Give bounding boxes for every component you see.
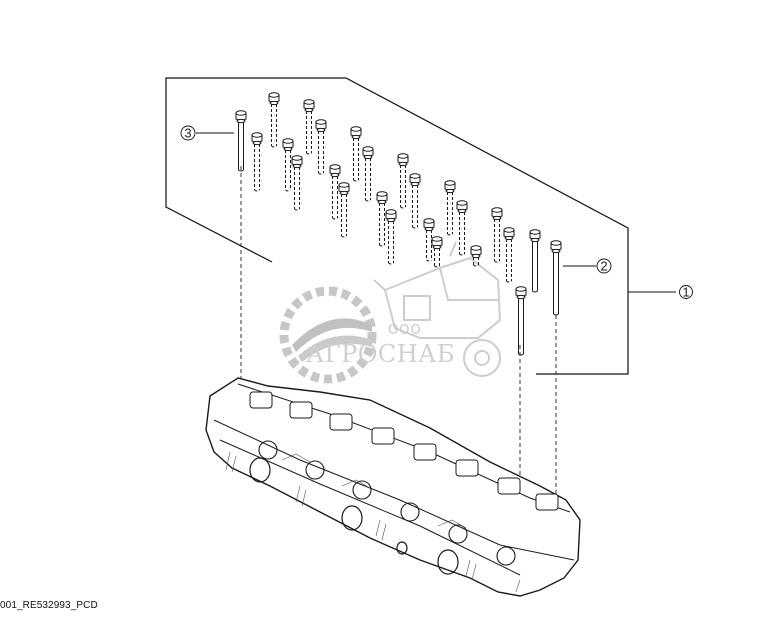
injector-bores bbox=[258, 440, 516, 566]
bolt bbox=[235, 110, 247, 172]
bolt bbox=[329, 164, 341, 220]
bolt bbox=[550, 240, 562, 316]
bolt bbox=[515, 286, 527, 356]
bolt bbox=[338, 182, 350, 238]
bolt bbox=[303, 99, 315, 155]
bolt bbox=[350, 126, 362, 182]
bolt bbox=[503, 227, 515, 283]
bolt bbox=[282, 138, 294, 192]
bolt bbox=[385, 209, 397, 265]
callout-1-label: 1 bbox=[682, 285, 689, 300]
figure-code: 001_RE532993_PCD bbox=[0, 600, 98, 611]
valve-bridges bbox=[249, 391, 559, 511]
cylinder-head bbox=[205, 377, 581, 597]
bolt bbox=[444, 180, 456, 236]
bolt bbox=[456, 200, 468, 256]
combine-harvester-icon bbox=[373, 241, 502, 377]
callout-1[interactable]: 1 bbox=[679, 285, 693, 300]
callout-2-label: 2 bbox=[600, 259, 607, 274]
bolt bbox=[315, 119, 327, 175]
watermark-prefix: ООО bbox=[388, 323, 422, 338]
watermark-name: АГРОСНАБ bbox=[306, 340, 455, 368]
bolt bbox=[409, 173, 421, 229]
bolt bbox=[376, 191, 388, 247]
bolt bbox=[251, 132, 263, 192]
bolt bbox=[397, 153, 409, 209]
callout-3-label: 3 bbox=[184, 126, 191, 141]
gear-icon bbox=[279, 286, 377, 384]
cylinder-head-outline bbox=[205, 377, 581, 597]
callout-3[interactable]: 3 bbox=[180, 126, 234, 141]
bolt bbox=[491, 207, 503, 263]
alignment-lines bbox=[240, 166, 557, 503]
bolt bbox=[529, 229, 541, 293]
bolt bbox=[268, 92, 280, 148]
bolt bbox=[431, 236, 443, 268]
port-openings bbox=[249, 457, 459, 575]
bolt-group bbox=[235, 92, 562, 356]
bolt bbox=[362, 146, 374, 202]
watermark-logo: ООО АГРОСНАБ bbox=[279, 241, 502, 384]
bolt bbox=[291, 155, 303, 211]
callout-2[interactable]: 2 bbox=[563, 259, 612, 274]
kit-outline bbox=[165, 77, 629, 375]
bolt bbox=[470, 245, 482, 267]
casting-hatching bbox=[225, 451, 521, 593]
